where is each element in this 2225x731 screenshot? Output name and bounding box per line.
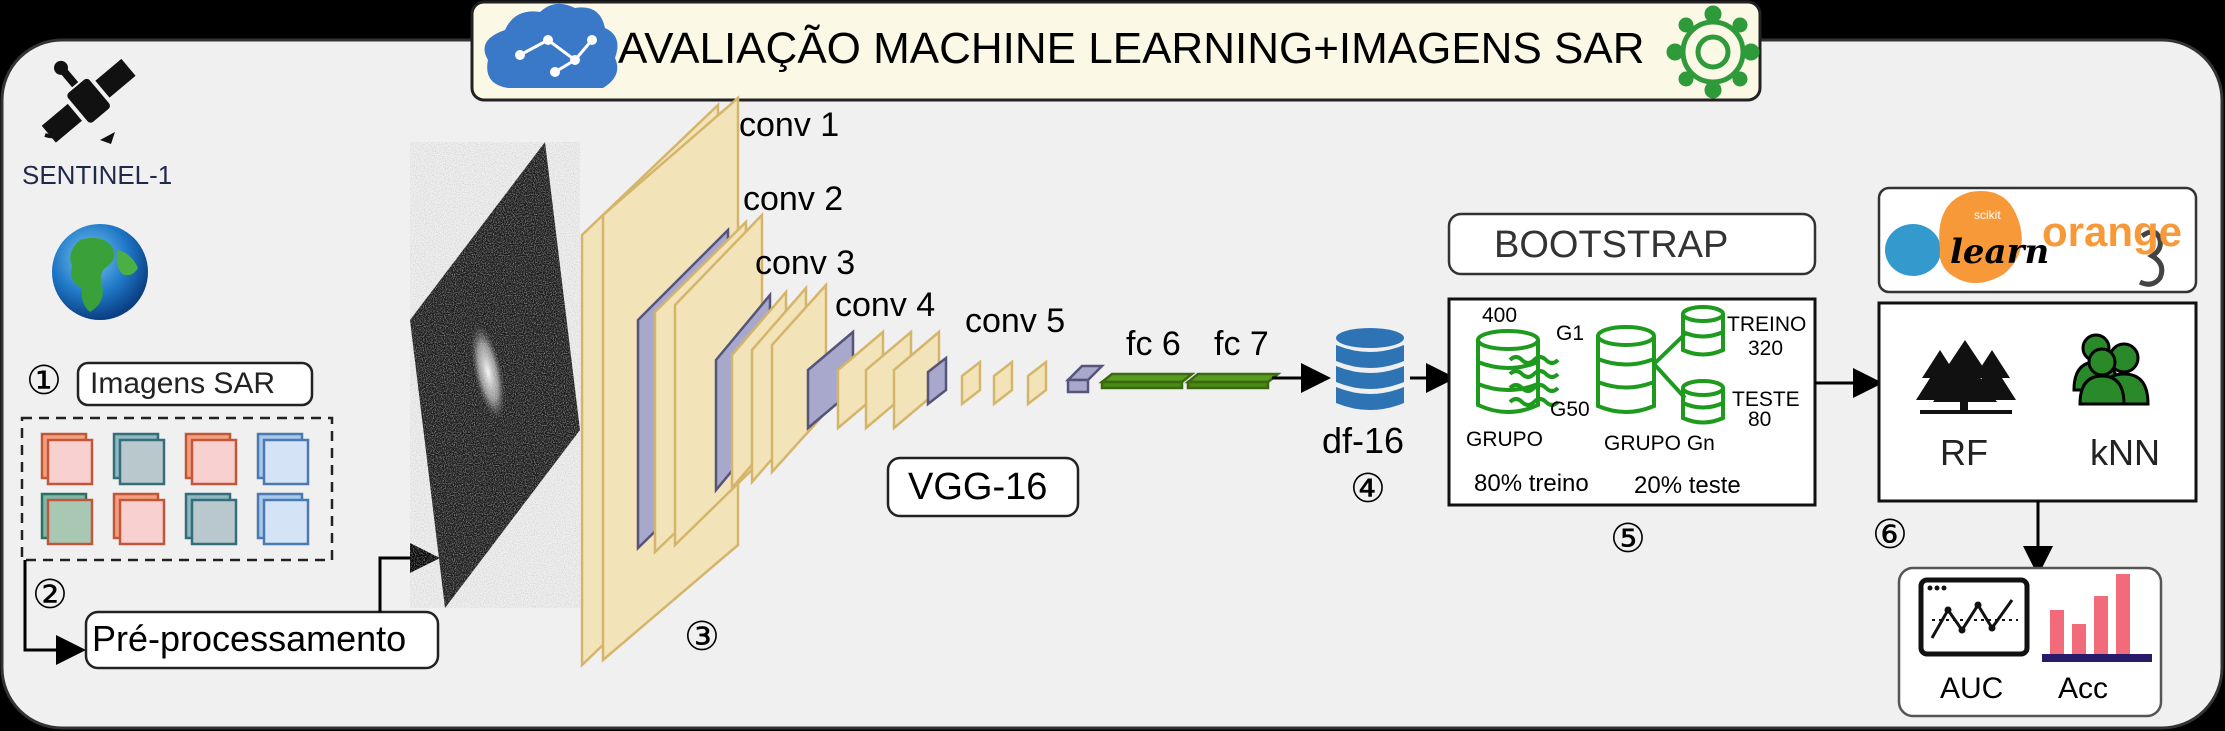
- vgg-layer-conv3: conv 3: [755, 244, 856, 282]
- orange-text: orange: [2042, 208, 2183, 255]
- bar-chart-icon: [2042, 574, 2152, 662]
- vgg16-box: [886, 456, 1080, 518]
- line-chart-icon: [1918, 577, 2030, 657]
- bootstrap-split-test: 20% teste: [1634, 472, 1741, 499]
- preprocessing-box: [84, 610, 440, 670]
- model-rf-label: RF: [1940, 432, 1988, 473]
- vgg-layer-conv5: conv 5: [965, 302, 1066, 340]
- step6-number: ⑥: [1872, 513, 1908, 557]
- arrow-to-sar: [378, 543, 440, 612]
- imagens-sar-box: [76, 361, 314, 407]
- preprocessing-label: Pré-processamento: [92, 618, 407, 659]
- vgg-layer-fc6: fc 6: [1126, 325, 1181, 363]
- metric-acc-label: Acc: [2058, 672, 2109, 705]
- step3-number: ③: [684, 615, 720, 659]
- brain-gear-icon: [1666, 5, 1760, 99]
- bootstrap-treino-count: 320: [1748, 337, 1784, 360]
- df16-label: df-16: [1322, 420, 1405, 461]
- vgg-layer-conv2: conv 2: [743, 180, 844, 218]
- vgg16-label: VGG-16: [908, 466, 1048, 508]
- users-icon: [2072, 333, 2150, 406]
- database-icon: [1336, 328, 1404, 410]
- split-database-icon: [1596, 305, 1725, 425]
- bootstrap-split-train: 80% treino: [1474, 470, 1589, 497]
- sentinel-label: SENTINEL-1: [22, 160, 173, 190]
- page-title: AVALIAÇÃO MACHINE LEARNING+IMAGENS SAR: [618, 24, 1645, 73]
- metric-auc-label: AUC: [1940, 672, 2004, 705]
- vgg-layer-conv1: conv 1: [739, 106, 840, 144]
- vgg-layers: [580, 95, 1282, 668]
- arrow-to-preprocess: [23, 560, 86, 665]
- bootstrap-teste-label: TESTE: [1732, 388, 1800, 411]
- imagens-sar-label: Imagens SAR: [90, 367, 276, 400]
- bootstrap-g1: G1: [1556, 322, 1585, 345]
- earth-globe-icon: [52, 224, 148, 320]
- bootstrap-grupo: GRUPO: [1466, 428, 1544, 451]
- bootstrap-teste-count: 80: [1748, 408, 1772, 431]
- step1-number: ①: [26, 359, 62, 403]
- step5-number: ⑤: [1610, 517, 1646, 561]
- data-stack-icon: [1476, 329, 1560, 414]
- tree-icon: [1916, 340, 2016, 414]
- bootstrap-count: 400: [1482, 304, 1518, 327]
- step4-number: ④: [1350, 467, 1386, 511]
- vgg-layer-fc7: fc 7: [1214, 325, 1269, 363]
- vgg-layer-conv4: conv 4: [835, 286, 936, 324]
- sar-image: [410, 142, 580, 608]
- satellite-icon: [41, 58, 136, 144]
- bootstrap-grupo-gn: GRUPO Gn: [1604, 432, 1715, 455]
- brain-circuit-icon: [484, 3, 618, 88]
- sklearn-bottom-text: learn: [1950, 232, 2050, 272]
- bootstrap-title: BOOTSTRAP: [1494, 224, 1729, 266]
- model-knn-label: kNN: [2090, 432, 2160, 473]
- sar-thumbnails: [40, 432, 310, 546]
- title-box: [470, 0, 1762, 102]
- orange-logo: [2138, 229, 2165, 287]
- sar-image-group: [20, 416, 334, 562]
- sklearn-top-text: scikit: [1974, 208, 2001, 222]
- bootstrap-g50: G50: [1550, 398, 1590, 421]
- sklearn-logo: [1885, 190, 2022, 283]
- bootstrap-title-box: [1447, 212, 1817, 276]
- step2-number: ②: [32, 573, 68, 617]
- bootstrap-treino-label: TREINO: [1727, 313, 1807, 336]
